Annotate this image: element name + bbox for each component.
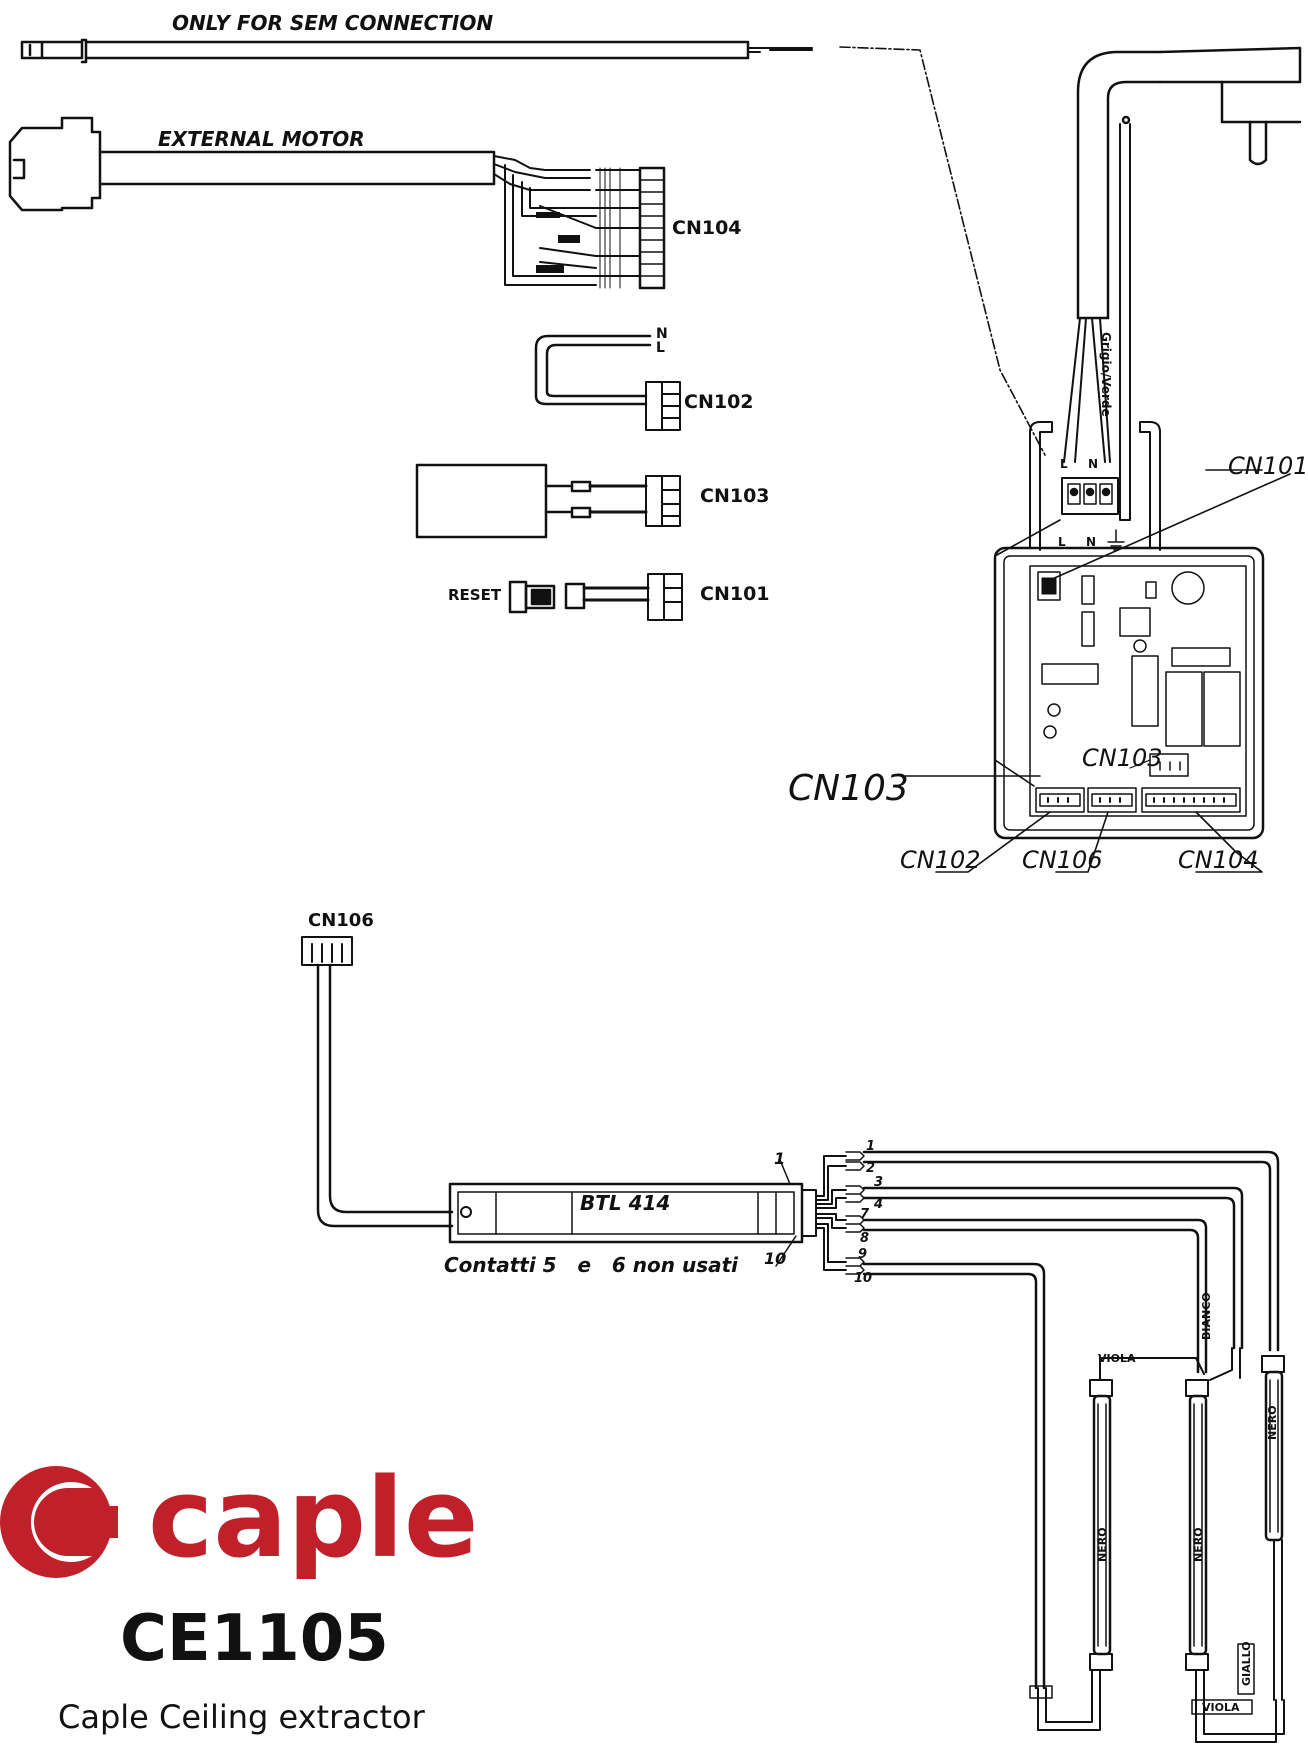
term-7: 7 — [860, 1207, 870, 1222]
l-mark: L — [656, 340, 665, 356]
board-cn102-label: CN102 — [900, 846, 981, 874]
product-subtitle: Caple Ceiling extractor — [58, 1698, 426, 1736]
term-10: 10 — [854, 1271, 872, 1286]
term-8: 8 — [860, 1231, 869, 1246]
ballast-pin-10: 10 — [764, 1249, 786, 1268]
cn101-reset — [508, 573, 683, 621]
term-1: 1 — [866, 1139, 875, 1154]
wire-giallo: GIALLO — [1240, 1641, 1253, 1686]
board-cn103-callout: CN103 — [788, 768, 909, 809]
caple-logo-mark — [0, 1466, 118, 1578]
board-cn101-label: CN101 — [1228, 452, 1308, 480]
wire-nero-b: NERO — [1192, 1527, 1205, 1562]
n-mark: N — [656, 326, 668, 342]
caple-logo-text: caple — [148, 1454, 478, 1582]
ballast-assembly — [301, 936, 865, 1275]
wire-viola-top: VIOLA — [1098, 1352, 1136, 1365]
term-9: 9 — [858, 1247, 867, 1262]
sem-cable — [20, 38, 1046, 456]
board-bot-n: N — [1086, 535, 1096, 549]
ballast-pin-1: 1 — [774, 1149, 785, 1168]
cn103-capacitor — [415, 463, 681, 539]
control-board — [904, 421, 1291, 873]
board-cn104-label: CN104 — [1178, 846, 1259, 874]
model-number: CE1105 — [120, 1602, 389, 1676]
wire-bianco: BIANCO — [1200, 1292, 1213, 1340]
ballast-label: BTL 414 — [580, 1191, 670, 1215]
cn101-label: CN101 — [700, 583, 770, 605]
cn102-loop — [534, 334, 681, 431]
term-3: 3 — [874, 1175, 883, 1190]
wire-viola-bottom: VIOLA — [1202, 1701, 1240, 1714]
board-bot-l: L — [1058, 535, 1066, 549]
sem-cable-label: ONLY FOR SEM CONNECTION — [172, 11, 493, 35]
cn106-label: CN106 — [308, 910, 374, 931]
wire-nero-a: NERO — [1096, 1527, 1109, 1562]
motor-cable-label: EXTERNAL MOTOR — [158, 127, 365, 151]
term-2: 2 — [866, 1161, 875, 1176]
cn103-label: CN103 — [700, 485, 770, 507]
ground-wire-label: Grigio/Verde — [1099, 332, 1113, 417]
brand-block: caple CE1105 Caple Ceiling extractor — [0, 1454, 478, 1736]
term-4: 4 — [873, 1197, 883, 1212]
external-motor-cable — [8, 116, 666, 290]
cn102-label: CN102 — [684, 391, 754, 413]
board-top-n: N — [1088, 457, 1098, 471]
reset-label: RESET — [448, 586, 502, 604]
wire-nero-right: NERO — [1266, 1405, 1279, 1440]
lamp-harness — [862, 1150, 1285, 1743]
board-cn106-label: CN106 — [1022, 846, 1103, 874]
board-top-l: L — [1060, 457, 1068, 471]
mains-plug — [1061, 46, 1302, 551]
ballast-note: Contatti 5 e 6 non usati — [444, 1253, 739, 1277]
cn104-label: CN104 — [672, 217, 742, 239]
board-cn103-inner-label: CN103 — [1082, 744, 1163, 772]
